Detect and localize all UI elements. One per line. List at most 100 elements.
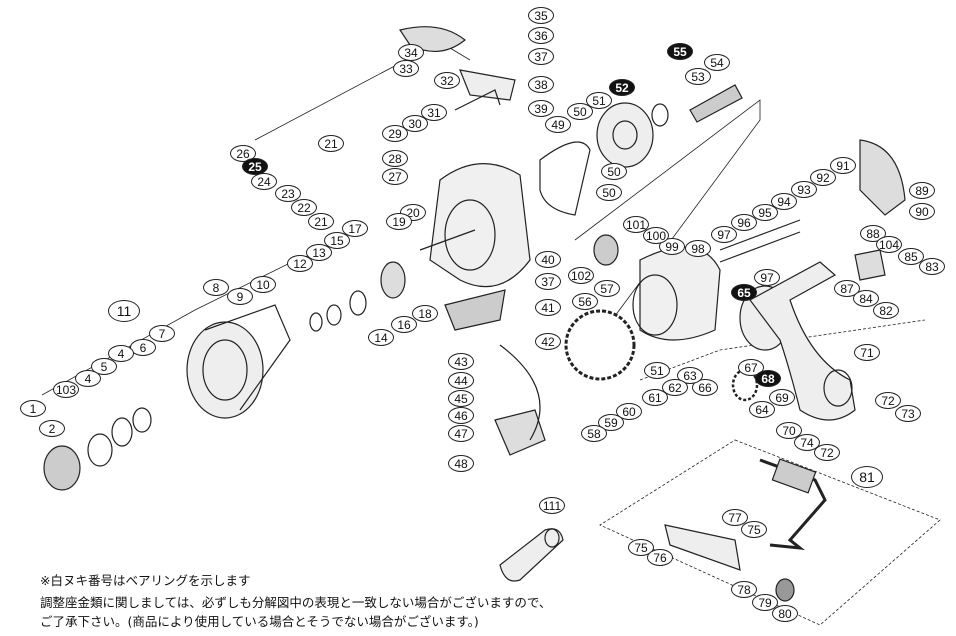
- part-label-45: 45: [448, 389, 474, 407]
- frame: [749, 261, 856, 421]
- bearing-part-label-65: 65: [731, 283, 757, 301]
- part-label-64: 64: [749, 400, 775, 418]
- part-label-94: 94: [771, 192, 797, 210]
- part-label-103: 103: [53, 380, 79, 398]
- part-label-97: 97: [754, 268, 780, 286]
- part-label-7: 7: [149, 324, 175, 342]
- gear-ring: [564, 309, 636, 381]
- drag-knob: [43, 445, 81, 491]
- part-label-40: 40: [535, 250, 561, 268]
- part-label-32: 32: [434, 71, 460, 89]
- part-label-101: 101: [623, 215, 649, 233]
- part-label-73: 73: [895, 404, 921, 422]
- part-label-102: 102: [568, 266, 594, 284]
- gearbox-body: [639, 246, 721, 341]
- part-label-96: 96: [731, 213, 757, 231]
- part-label-97: 97: [711, 225, 737, 243]
- part-label-4: 4: [75, 369, 101, 387]
- part-label-21: 21: [308, 212, 334, 230]
- part-label-28: 28: [382, 149, 408, 167]
- bearing-part-label-68: 68: [755, 369, 781, 387]
- part-label-42: 42: [535, 332, 561, 350]
- part-label-67: 67: [738, 358, 764, 376]
- part-label-87: 87: [834, 279, 860, 297]
- part-label-58: 58: [581, 424, 607, 442]
- part-label-98: 98: [685, 239, 711, 257]
- part-label-34: 34: [398, 43, 424, 61]
- part-label-85: 85: [898, 247, 924, 265]
- part-label-82: 82: [873, 301, 899, 319]
- part-label-44: 44: [448, 371, 474, 389]
- part-label-11: 11: [108, 300, 140, 322]
- bearing-part-label-25: 25: [242, 157, 268, 175]
- part-label-14: 14: [368, 328, 394, 346]
- part-label-74: 74: [794, 433, 820, 451]
- part-label-54: 54: [704, 53, 730, 71]
- part-label-66: 66: [692, 378, 718, 396]
- part-label-89: 89: [909, 181, 935, 199]
- part-label-111: 111: [539, 496, 565, 514]
- part-label-9: 9: [227, 287, 253, 305]
- part-label-13: 13: [306, 243, 332, 261]
- part-label-80: 80: [772, 604, 798, 622]
- part-label-33: 33: [393, 59, 419, 77]
- part-label-81: 81: [851, 466, 883, 488]
- part-label-18: 18: [412, 304, 438, 322]
- part-label-22: 22: [291, 198, 317, 216]
- part-label-78: 78: [731, 580, 757, 598]
- part-label-63: 63: [677, 366, 703, 384]
- part-label-50: 50: [596, 183, 622, 201]
- part-label-21: 21: [318, 134, 344, 152]
- group-81-box: [599, 439, 941, 626]
- part-label-37: 37: [528, 47, 554, 65]
- part-label-91: 91: [830, 156, 856, 174]
- part-label-69: 69: [769, 388, 795, 406]
- part-label-76: 76: [647, 548, 673, 566]
- part-label-46: 46: [448, 406, 474, 424]
- part-label-49: 49: [545, 115, 571, 133]
- part-label-61: 61: [642, 388, 668, 406]
- part-label-57: 57: [594, 279, 620, 297]
- part-label-90: 90: [909, 202, 935, 220]
- bearing-note: ※白ヌキ番号はベアリングを示します: [40, 573, 251, 588]
- part-label-41: 41: [535, 298, 561, 316]
- part-label-24: 24: [251, 172, 277, 190]
- part-label-4: 4: [108, 344, 134, 362]
- part-label-70: 70: [776, 421, 802, 439]
- bearing-part-label-55: 55: [667, 42, 693, 60]
- part-label-100: 100: [643, 226, 669, 244]
- rotor: [429, 163, 531, 288]
- part-label-36: 36: [528, 26, 554, 44]
- adjustment-note-line2: ご了承下さい。(商品により使用している場合とそうでない場合がございます。): [40, 614, 479, 629]
- part-label-30: 30: [402, 114, 428, 132]
- part-label-39: 39: [528, 99, 554, 117]
- bearing-part-label-52: 52: [609, 78, 635, 96]
- part-label-31: 31: [421, 103, 447, 121]
- part-label-53: 53: [685, 67, 711, 85]
- part-label-43: 43: [448, 352, 474, 370]
- part-label-38: 38: [528, 75, 554, 93]
- part-label-72: 72: [814, 443, 840, 461]
- part-label-56: 56: [572, 292, 598, 310]
- part-label-1: 1: [20, 399, 46, 417]
- part-label-72: 72: [875, 391, 901, 409]
- part-label-5: 5: [91, 357, 117, 375]
- part-label-84: 84: [853, 289, 879, 307]
- part-label-51: 51: [586, 91, 612, 109]
- part-label-50: 50: [601, 162, 627, 180]
- part-label-59: 59: [598, 413, 624, 431]
- part-label-77: 77: [722, 508, 748, 526]
- part-label-19: 19: [386, 212, 412, 230]
- part-label-51: 51: [644, 361, 670, 379]
- part-label-47: 47: [448, 424, 474, 442]
- part-label-15: 15: [324, 231, 350, 249]
- part-label-17: 17: [342, 219, 368, 237]
- part-label-29: 29: [382, 124, 408, 142]
- part-label-8: 8: [203, 278, 229, 296]
- adjustment-note-line1: 調整座金類に関しましては、必ずしも分解図中の表現と一致しない場合がございますので…: [40, 595, 552, 610]
- part-label-23: 23: [275, 184, 301, 202]
- part-label-62: 62: [662, 378, 688, 396]
- part-label-12: 12: [287, 254, 313, 272]
- part-label-48: 48: [448, 454, 474, 472]
